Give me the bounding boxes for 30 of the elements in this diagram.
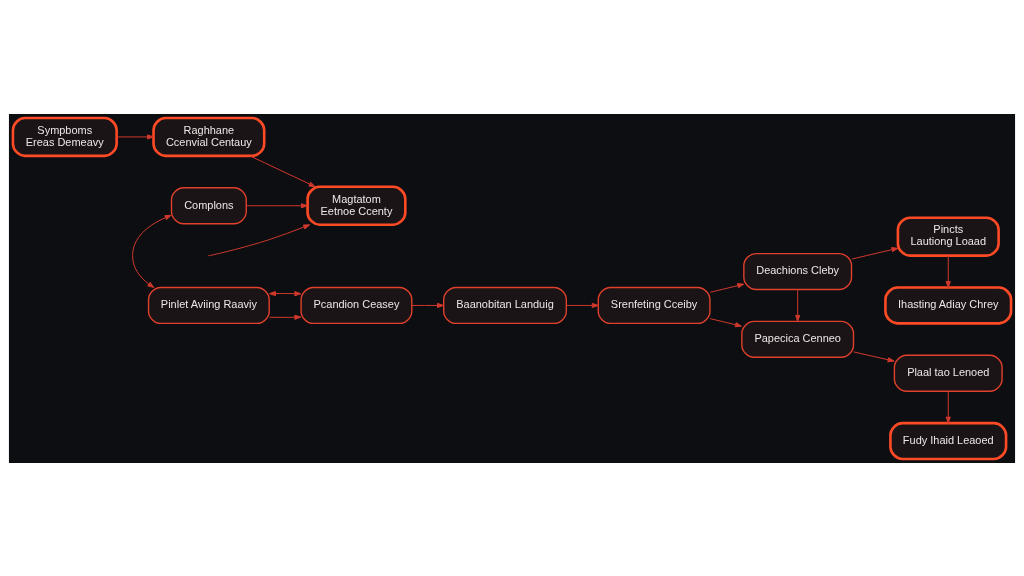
arrow (709, 282, 745, 293)
arrow (709, 317, 742, 327)
arrow (116, 133, 154, 140)
node-box: Complons (170, 186, 247, 224)
arrow (269, 290, 302, 296)
arrow (945, 390, 951, 424)
node-box: Papecica Cenneo (741, 320, 855, 358)
arrow (853, 350, 895, 362)
arrow (411, 302, 444, 308)
node-box: Srenfeting Cceiby (597, 286, 711, 324)
node-box: Magtatom Eetnoe Ccenty (306, 185, 407, 226)
arrow (795, 288, 801, 322)
node-box: Deachions Cleby (743, 252, 853, 290)
arrow (851, 246, 899, 260)
arrow (566, 302, 599, 308)
node-box: Sympboms Ereas Demeavy (11, 116, 118, 157)
arrow (132, 214, 172, 288)
arrow (269, 314, 302, 320)
node-box: Baanobitan Landuig (443, 286, 568, 324)
arrow (249, 154, 316, 187)
node-box: Pinlet Aviing Raaviy (147, 286, 270, 324)
arrow (209, 223, 311, 256)
node-box: Pcandion Ceasey (300, 286, 413, 324)
node-box: Ihasting Adiay Chrey (884, 285, 1013, 325)
node-box: Raghhane Ccenvial Centauy (152, 116, 266, 157)
arrow (945, 254, 951, 288)
node-box: Plaal tao Lenoed (893, 354, 1003, 392)
node-box: Fudy Ihaid Leaoed (889, 421, 1008, 460)
arrow (246, 202, 308, 208)
node-box: Pincts Lautiong Loaad (896, 215, 1000, 257)
